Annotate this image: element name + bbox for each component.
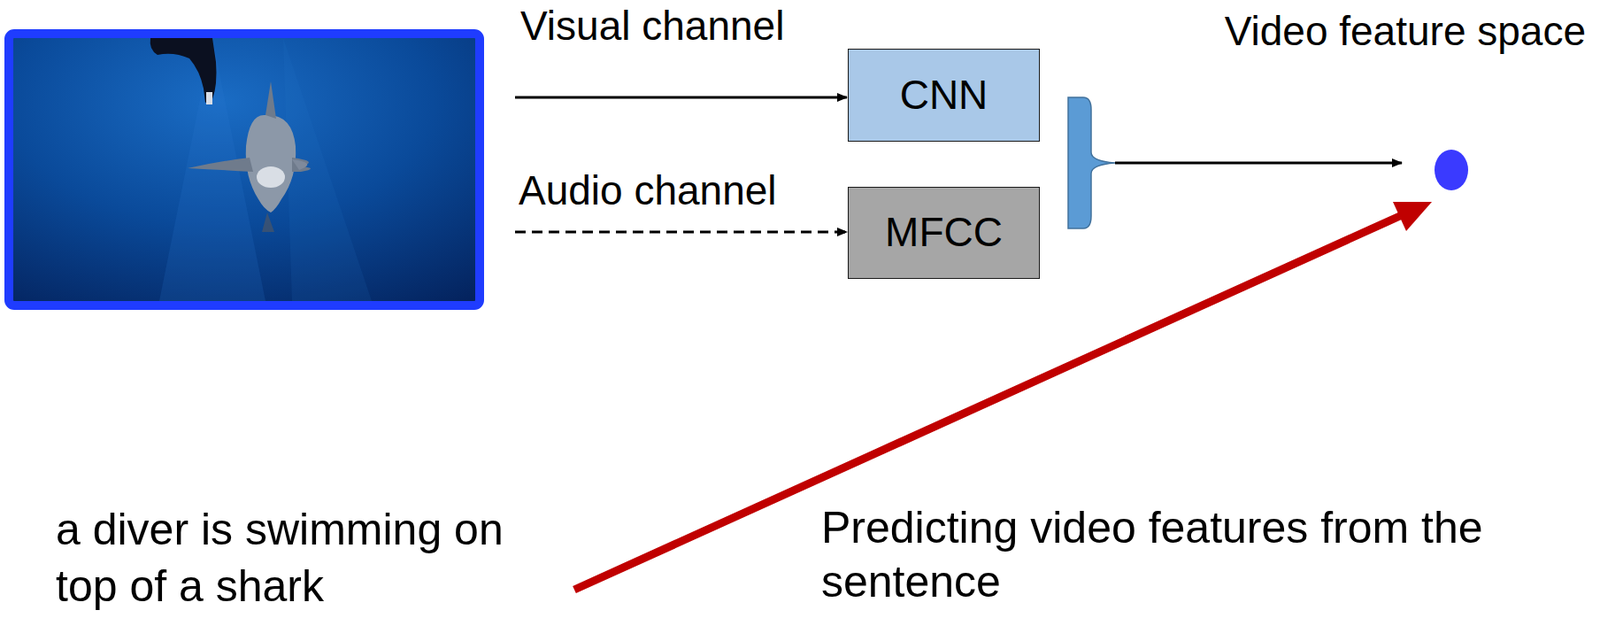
shark-fin (292, 159, 308, 170)
diver-glove (206, 92, 213, 105)
visual-arrow (515, 96, 847, 100)
prediction-arrow-head (1392, 201, 1432, 231)
shark-body (246, 115, 296, 213)
shark-dorsal-fin (265, 81, 277, 119)
video-frame (8, 33, 480, 306)
channel-label: Audio channel (518, 166, 777, 216)
sentence-text: a diver is swimming on top of a shark (55, 500, 552, 615)
shark-belly (256, 166, 285, 188)
feature-extractor-box: MFCC (847, 186, 1040, 279)
box-label: MFCC (884, 207, 1003, 257)
shark-fin (292, 157, 311, 172)
feature-extractor-box: CNN (847, 48, 1040, 142)
audio-arrow (515, 230, 847, 234)
light-ray (283, 38, 372, 301)
box-label: CNN (900, 70, 989, 120)
caption-note: Predicting video features from the sente… (821, 500, 1530, 609)
merge-bracket (1068, 97, 1116, 229)
feature-point (1434, 149, 1469, 191)
channel-label: Visual channel (520, 1, 785, 51)
shark-fin (187, 157, 254, 172)
shark-tail (261, 212, 275, 232)
space-label: Video feature space (1224, 7, 1586, 56)
fusion-arrow (1115, 161, 1402, 165)
